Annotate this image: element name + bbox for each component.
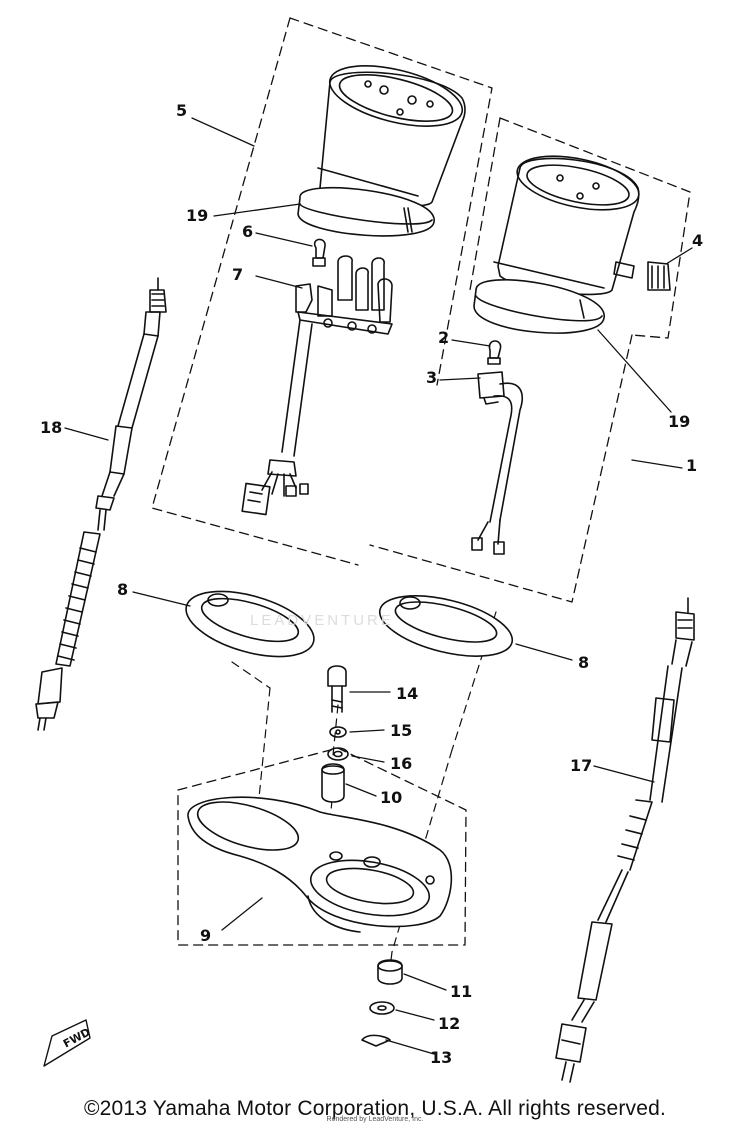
callout-1: 1 [686, 456, 698, 475]
damper-washer-clip [361, 959, 403, 1047]
callout-11: 11 [450, 982, 473, 1001]
callout-7: 7 [232, 265, 244, 284]
callout-8-right: 8 [578, 653, 590, 672]
right-tacho-cable [555, 597, 695, 1083]
leader-lines [64, 117, 693, 1055]
left-bezel [185, 590, 315, 658]
callout-15: 15 [390, 721, 413, 740]
callout-12: 12 [438, 1014, 461, 1033]
callout-6: 6 [242, 222, 254, 241]
rendered-by-credit: Rendered by LeadVenture, Inc. [326, 1116, 424, 1123]
callout-10: 10 [380, 788, 403, 807]
callout-4: 4 [692, 231, 704, 250]
copyright-notice: ©2013 Yamaha Motor Corporation, U.S.A. A… [83, 1097, 667, 1120]
callout-18: 18 [40, 418, 63, 437]
right-bezel [378, 595, 514, 657]
callout-14: 14 [396, 684, 419, 703]
fwd-arrow-icon [43, 1019, 91, 1067]
callout-9: 9 [200, 926, 212, 945]
callout-17: 17 [570, 756, 593, 775]
callout-13: 13 [430, 1048, 453, 1067]
left-bulb [312, 238, 326, 267]
callout-19-right: 19 [668, 412, 691, 431]
bolt-and-collar-stack [321, 665, 349, 803]
reset-knob [647, 261, 671, 291]
callout-19-left: 19 [186, 206, 209, 225]
left-meter-assembly [297, 65, 466, 237]
callout-8-left: 8 [117, 580, 129, 599]
left-meter-group-box [151, 17, 493, 566]
right-meter-group-box [369, 117, 691, 603]
callout-5: 5 [176, 101, 188, 120]
callout-2: 2 [438, 328, 450, 347]
left-speedo-cable [35, 277, 167, 731]
right-bulb-socket [471, 340, 524, 555]
bracket-group-box [177, 747, 467, 946]
callout-3: 3 [426, 368, 438, 387]
watermark: LEADVENTURE [250, 612, 394, 629]
meter-bracket [187, 796, 453, 933]
callout-16: 16 [390, 754, 413, 773]
right-meter-assembly [473, 155, 640, 334]
left-socket-harness [241, 255, 393, 516]
